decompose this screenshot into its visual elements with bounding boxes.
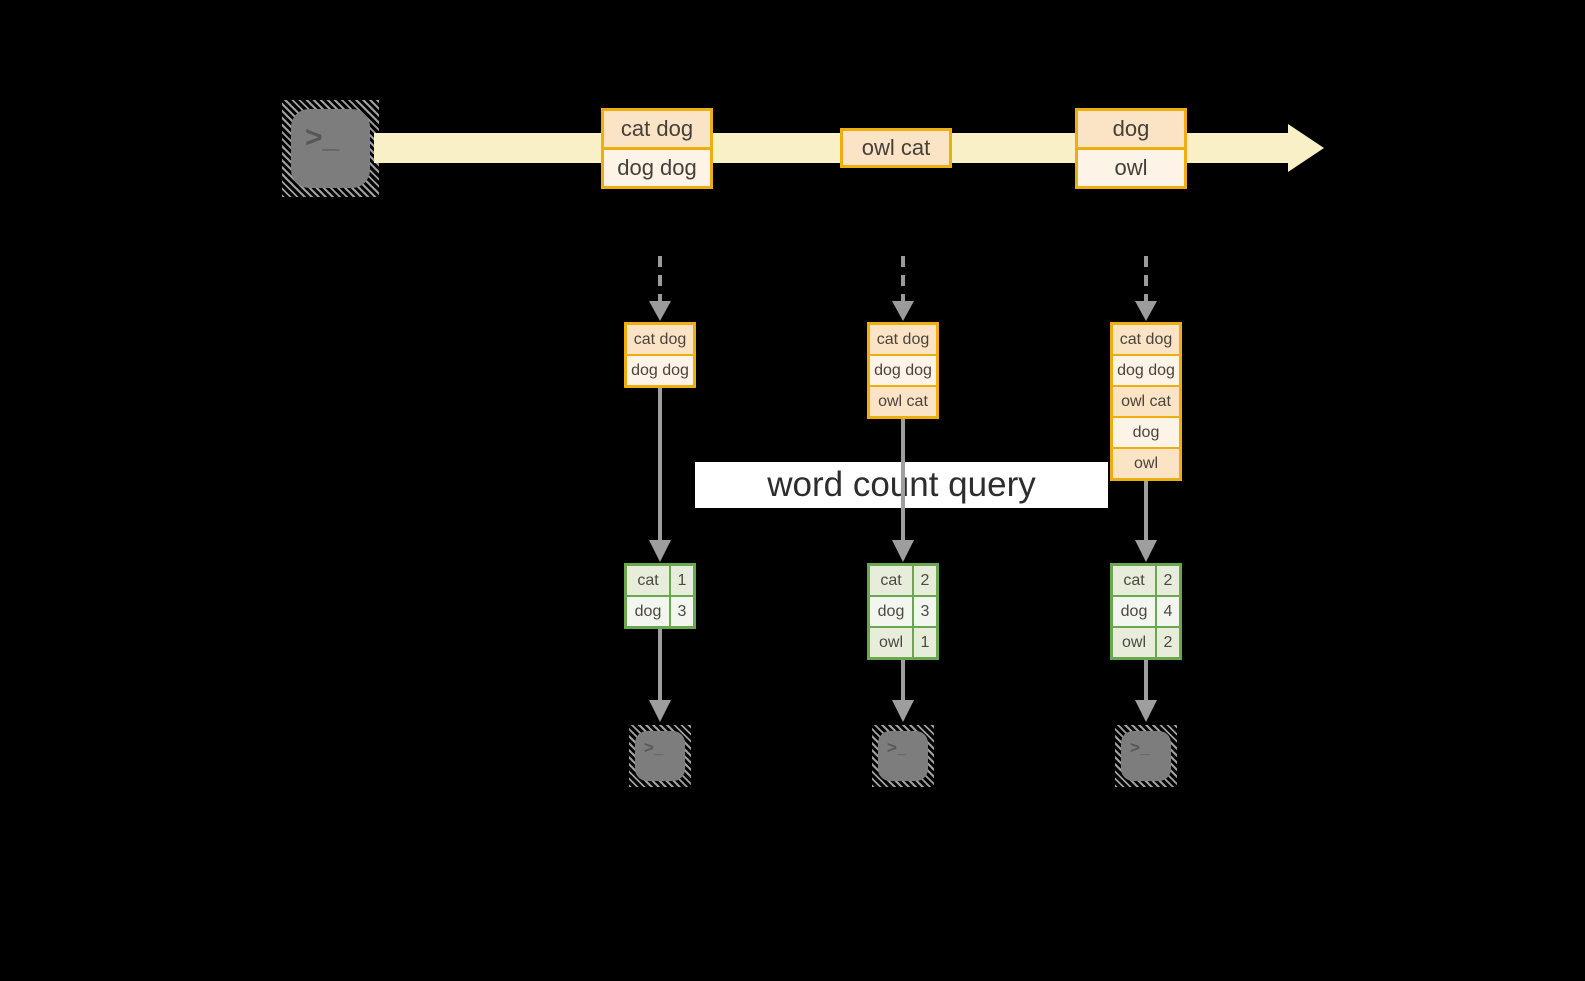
count-cell: 2 [914, 566, 936, 595]
flow-arrow [1144, 660, 1148, 700]
flow-arrow [658, 386, 662, 540]
result-row: cat 2 [1113, 566, 1179, 597]
stack-row: cat dog [627, 325, 693, 356]
stack-row: dog dog [627, 356, 693, 385]
count-cell: 2 [1157, 628, 1179, 657]
input-batch-1: cat dog dog dog [601, 108, 713, 189]
batch-row: dog dog [604, 150, 710, 186]
stack-row: owl cat [1113, 387, 1179, 418]
flow-arrowhead [892, 540, 914, 562]
result-row: cat 2 [870, 566, 936, 597]
word-cell: dog [870, 597, 914, 626]
stack-row: cat dog [870, 325, 936, 356]
word-cell: cat [870, 566, 914, 595]
terminal-glyph: >_ [1121, 731, 1171, 781]
result-row: dog 4 [1113, 597, 1179, 628]
count-cell: 3 [671, 597, 693, 626]
result-row: cat 1 [627, 566, 693, 597]
count-cell: 1 [671, 566, 693, 595]
trigger-dashed-arrow-2 [901, 256, 905, 302]
word-cell: cat [1113, 566, 1157, 595]
flow-arrowhead [1135, 700, 1157, 722]
trigger-dashed-arrow-1 [658, 256, 662, 302]
word-cell: dog [627, 597, 671, 626]
word-cell: cat [627, 566, 671, 595]
result-table-1: cat 1 dog 3 [624, 563, 696, 629]
result-table-3: cat 2 dog 4 owl 2 [1110, 563, 1182, 660]
flow-arrowhead [892, 700, 914, 722]
input-batch-2: owl cat [840, 128, 952, 168]
result-row: owl 1 [870, 628, 936, 657]
batch-row: owl [1078, 150, 1184, 186]
count-cell: 4 [1157, 597, 1179, 626]
result-row: dog 3 [627, 597, 693, 626]
stack-row: dog dog [1113, 356, 1179, 387]
trigger-dashed-arrow-3 [1144, 256, 1148, 302]
sink-terminal-icon-3: >_ [1115, 725, 1177, 787]
count-cell: 3 [914, 597, 936, 626]
word-cell: dog [1113, 597, 1157, 626]
sink-terminal-icon-1: >_ [629, 725, 691, 787]
count-cell: 2 [1157, 566, 1179, 595]
batch-row: owl cat [843, 131, 949, 165]
unbounded-table-2: cat dog dog dog owl cat [867, 322, 939, 419]
stream-timeline-arrowhead [1288, 124, 1324, 172]
input-batch-3: dog owl [1075, 108, 1187, 189]
unbounded-table-3: cat dog dog dog owl cat dog owl [1110, 322, 1182, 481]
source-terminal-icon: >_ [282, 100, 379, 197]
trigger-arrowhead-2 [892, 301, 914, 321]
flow-arrowhead [1135, 540, 1157, 562]
stack-row: owl cat [870, 387, 936, 416]
result-row: dog 3 [870, 597, 936, 628]
terminal-glyph: >_ [291, 109, 370, 188]
flow-arrow [1144, 481, 1148, 540]
result-row: owl 2 [1113, 628, 1179, 657]
terminal-glyph: >_ [878, 731, 928, 781]
batch-row: cat dog [604, 111, 710, 150]
word-cell: owl [1113, 628, 1157, 657]
count-cell: 1 [914, 628, 936, 657]
result-table-2: cat 2 dog 3 owl 1 [867, 563, 939, 660]
flow-arrowhead [649, 700, 671, 722]
trigger-arrowhead-3 [1135, 301, 1157, 321]
trigger-arrowhead-1 [649, 301, 671, 321]
flow-arrow [658, 629, 662, 700]
stack-row: dog dog [870, 356, 936, 387]
flow-arrowhead [649, 540, 671, 562]
word-cell: owl [870, 628, 914, 657]
sink-terminal-icon-2: >_ [872, 725, 934, 787]
stack-row: cat dog [1113, 325, 1179, 356]
unbounded-table-1: cat dog dog dog [624, 322, 696, 388]
flow-arrow [901, 419, 905, 540]
batch-row: dog [1078, 111, 1184, 150]
terminal-glyph: >_ [635, 731, 685, 781]
stack-row: dog [1113, 418, 1179, 449]
stack-row: owl [1113, 449, 1179, 478]
flow-arrow [901, 660, 905, 700]
